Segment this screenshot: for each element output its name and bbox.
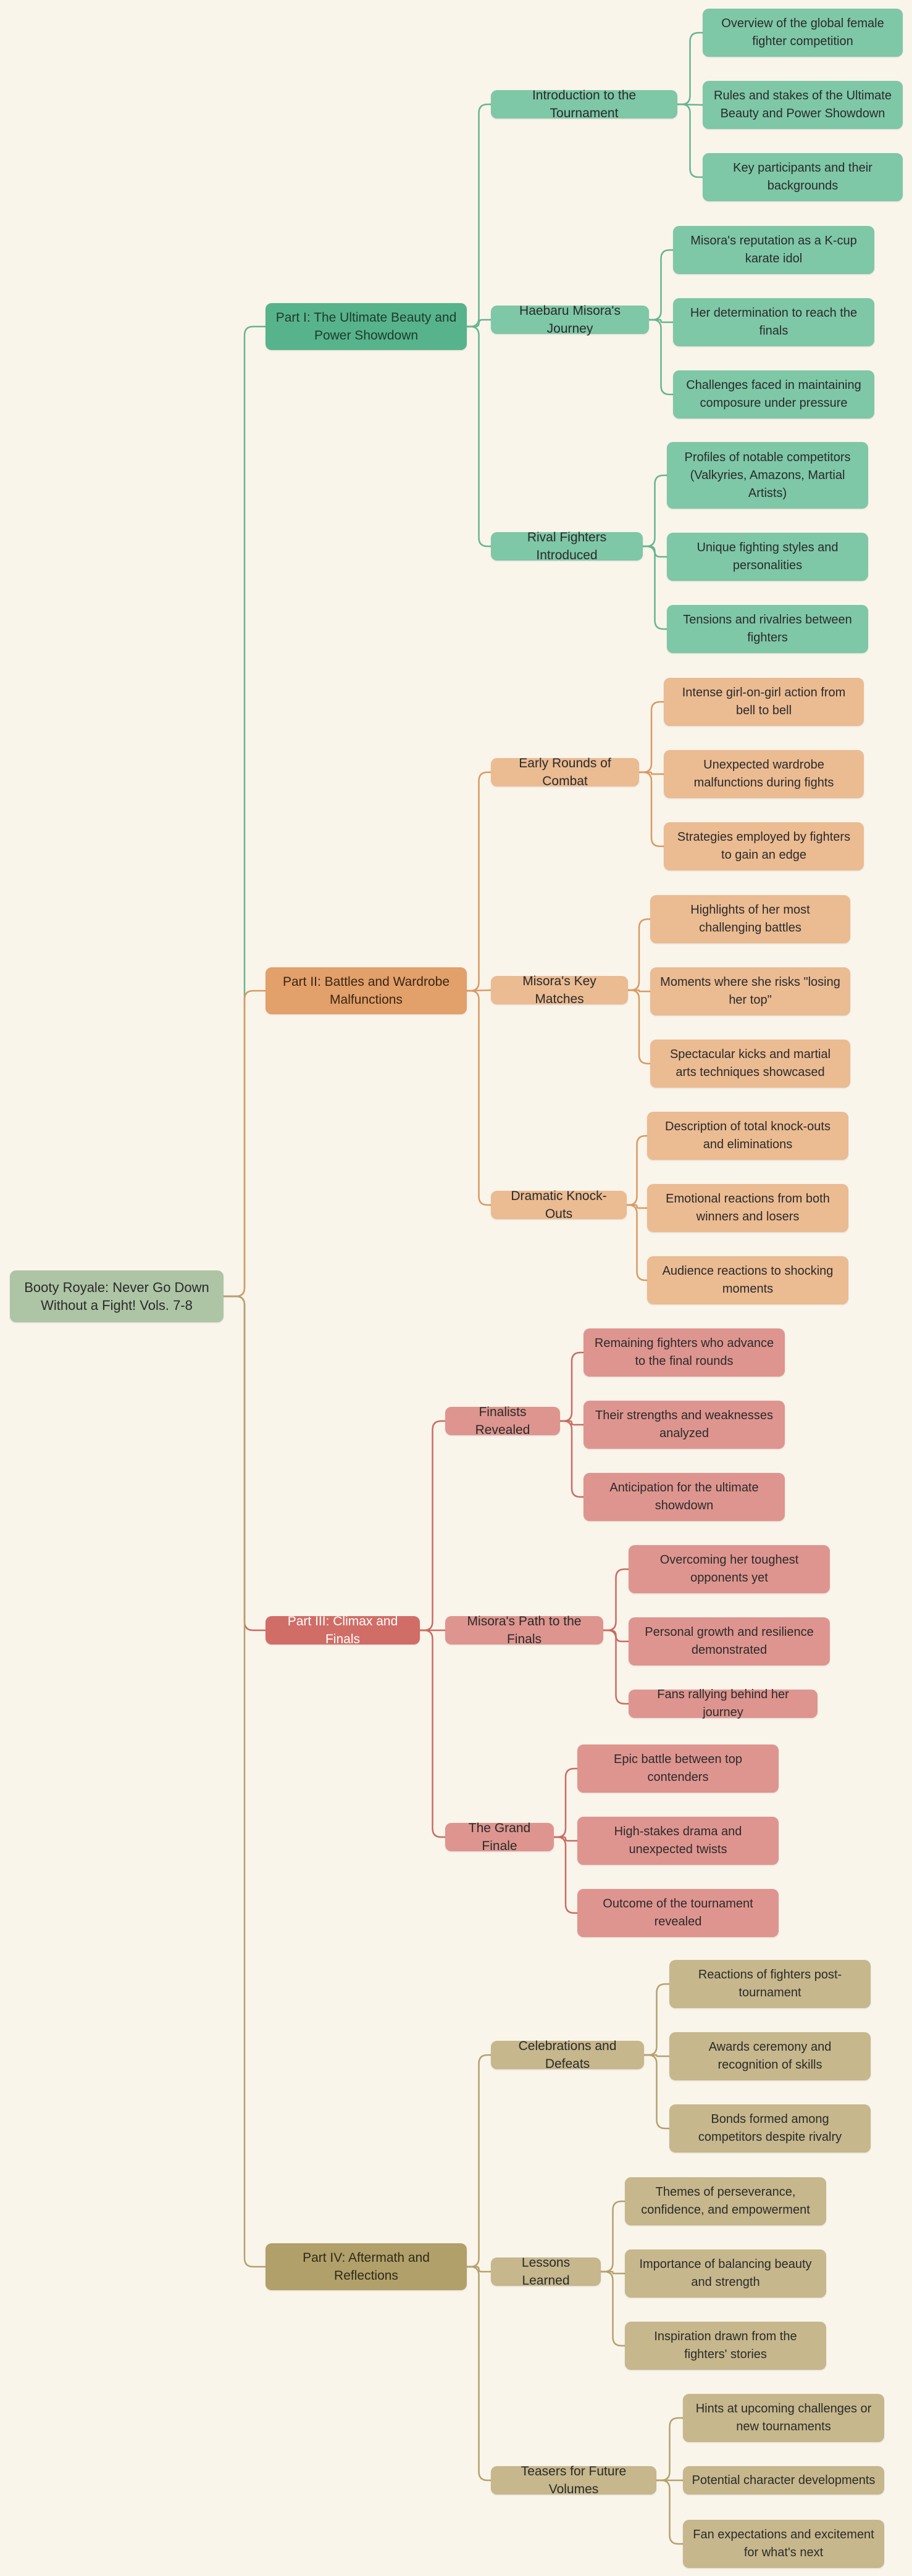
section-node-2-2[interactable]: Misora's Key Matches bbox=[491, 974, 628, 1006]
edge-section-2-3-item-3 bbox=[627, 1204, 647, 1282]
edge-section-1-2-item-2 bbox=[649, 319, 673, 323]
item-node-3-2-3[interactable]: Fans rallying behind her journey bbox=[629, 1688, 818, 1719]
section-node-3-2[interactable]: Misora's Path to the Finals bbox=[445, 1614, 603, 1646]
edge-part-1-section-2 bbox=[467, 319, 491, 328]
item-node-4-2-2[interactable]: Importance of balancing beauty and stren… bbox=[625, 2249, 826, 2298]
edge-part-1-section-3 bbox=[467, 325, 491, 548]
edge-part-4-section-3 bbox=[467, 2265, 491, 2482]
edge-section-2-2-item-3 bbox=[628, 989, 650, 1065]
edge-section-1-3-item-1 bbox=[643, 474, 667, 548]
edge-part-3-section-1 bbox=[420, 1420, 445, 1632]
item-node-1-3-1[interactable]: Profiles of notable competitors (Valkyri… bbox=[667, 442, 868, 509]
part-node-2[interactable]: Part II: Battles and Wardrobe Malfunctio… bbox=[266, 967, 467, 1014]
item-node-3-1-1[interactable]: Remaining fighters who advance to the fi… bbox=[584, 1328, 785, 1377]
section-node-4-3[interactable]: Teasers for Future Volumes bbox=[491, 2464, 656, 2496]
edge-section-3-1-item-2 bbox=[560, 1420, 584, 1426]
edge-section-2-2-item-1 bbox=[628, 918, 650, 991]
item-node-3-1-3[interactable]: Anticipation for the ultimate showdown bbox=[584, 1473, 785, 1521]
edge-part-4-section-2 bbox=[467, 2265, 491, 2273]
edge-section-4-2-item-1 bbox=[601, 2200, 625, 2273]
item-node-2-1-1[interactable]: Intense girl-on-girl action from bell to… bbox=[664, 678, 864, 726]
edge-section-4-1-item-1 bbox=[644, 1983, 669, 2056]
item-node-2-1-2[interactable]: Unexpected wardrobe malfunctions during … bbox=[664, 750, 864, 798]
edge-section-4-2-item-2 bbox=[601, 2270, 625, 2275]
section-node-2-1[interactable]: Early Rounds of Combat bbox=[491, 756, 639, 788]
edge-part-3-section-3 bbox=[420, 1629, 445, 1838]
edge-part-4-section-1 bbox=[467, 2054, 491, 2268]
edge-section-2-1-item-2 bbox=[639, 771, 664, 775]
edge-section-3-1-item-1 bbox=[560, 1351, 584, 1422]
item-node-4-3-3[interactable]: Fan expectations and excitement for what… bbox=[683, 2520, 884, 2568]
section-node-4-2[interactable]: Lessons Learned bbox=[491, 2256, 601, 2288]
edge-section-3-2-item-3 bbox=[603, 1629, 629, 1705]
item-node-1-1-1[interactable]: Overview of the global female fighter co… bbox=[703, 9, 903, 57]
section-node-1-1[interactable]: Introduction to the Tournament bbox=[491, 88, 677, 120]
item-node-3-2-2[interactable]: Personal growth and resilience demonstra… bbox=[629, 1617, 830, 1665]
edge-section-4-2-item-3 bbox=[601, 2270, 625, 2347]
item-node-2-2-2[interactable]: Moments where she risks "losing her top" bbox=[650, 967, 850, 1015]
edge-section-3-3-item-1 bbox=[554, 1767, 577, 1838]
edge-section-4-1-item-3 bbox=[644, 2054, 669, 2130]
item-node-2-3-3[interactable]: Audience reactions to shocking moments bbox=[647, 1256, 848, 1304]
item-node-1-3-2[interactable]: Unique fighting styles and personalities bbox=[667, 533, 868, 581]
edge-root-part-4 bbox=[224, 1295, 266, 2268]
edge-root-part-2 bbox=[224, 990, 266, 1298]
section-node-1-2[interactable]: Haebaru Misora's Journey bbox=[491, 304, 649, 336]
edge-section-1-3-item-3 bbox=[643, 545, 667, 630]
item-node-2-2-3[interactable]: Spectacular kicks and martial arts techn… bbox=[650, 1040, 850, 1088]
item-node-4-3-2[interactable]: Potential character developments bbox=[683, 2466, 884, 2495]
edge-part-2-section-1 bbox=[467, 771, 491, 992]
edge-section-2-3-item-1 bbox=[627, 1135, 647, 1206]
item-node-4-2-3[interactable]: Inspiration drawn from the fighters' sto… bbox=[625, 2322, 826, 2370]
item-node-1-1-3[interactable]: Key participants and their backgrounds bbox=[703, 153, 903, 201]
item-node-3-3-2[interactable]: High-stakes drama and unexpected twists bbox=[577, 1817, 779, 1865]
edge-section-4-3-item-3 bbox=[656, 2479, 683, 2545]
item-node-4-3-1[interactable]: Hints at upcoming challenges or new tour… bbox=[683, 2394, 884, 2442]
edge-section-2-1-item-1 bbox=[639, 701, 664, 773]
section-node-1-3[interactable]: Rival Fighters Introduced bbox=[491, 530, 643, 562]
edge-section-2-3-item-2 bbox=[627, 1204, 647, 1209]
item-node-2-2-1[interactable]: Highlights of her most challenging battl… bbox=[650, 895, 850, 943]
part-node-4[interactable]: Part IV: Aftermath and Reflections bbox=[266, 2243, 467, 2290]
edge-section-4-3-item-1 bbox=[656, 2417, 683, 2482]
item-node-1-2-1[interactable]: Misora's reputation as a K-cup karate id… bbox=[673, 226, 874, 274]
item-node-3-3-1[interactable]: Epic battle between top contenders bbox=[577, 1744, 779, 1793]
item-node-4-2-1[interactable]: Themes of perseverance, confidence, and … bbox=[625, 2177, 826, 2225]
item-node-3-3-3[interactable]: Outcome of the tournament revealed bbox=[577, 1889, 779, 1937]
edge-part-2-section-3 bbox=[467, 990, 491, 1206]
item-node-4-1-3[interactable]: Bonds formed among competitors despite r… bbox=[669, 2104, 871, 2153]
edge-section-3-3-item-2 bbox=[554, 1836, 577, 1842]
section-node-3-1[interactable]: Finalists Revealed bbox=[445, 1405, 560, 1437]
item-node-4-1-2[interactable]: Awards ceremony and recognition of skill… bbox=[669, 2032, 871, 2080]
edge-part-1-section-1 bbox=[467, 103, 491, 328]
item-node-3-2-1[interactable]: Overcoming her toughest opponents yet bbox=[629, 1545, 830, 1593]
item-node-1-3-3[interactable]: Tensions and rivalries between fighters bbox=[667, 605, 868, 653]
edge-section-3-1-item-3 bbox=[560, 1420, 584, 1498]
item-node-2-3-1[interactable]: Description of total knock-outs and elim… bbox=[647, 1112, 848, 1160]
part-node-3[interactable]: Part III: Climax and Finals bbox=[266, 1614, 420, 1646]
root-node[interactable]: Booty Royale: Never Go Down Without a Fi… bbox=[10, 1270, 224, 1322]
edge-section-1-1-item-3 bbox=[677, 103, 703, 178]
section-node-2-3[interactable]: Dramatic Knock-Outs bbox=[491, 1189, 627, 1221]
item-node-1-1-2[interactable]: Rules and stakes of the Ultimate Beauty … bbox=[703, 81, 903, 129]
edge-section-3-3-item-3 bbox=[554, 1836, 577, 1914]
item-node-3-1-2[interactable]: Their strengths and weaknesses analyzed bbox=[584, 1401, 785, 1449]
edge-section-2-2-item-2 bbox=[628, 989, 650, 993]
edge-section-1-1-item-1 bbox=[677, 31, 703, 106]
section-node-4-1[interactable]: Celebrations and Defeats bbox=[491, 2039, 644, 2071]
part-node-1[interactable]: Part I: The Ultimate Beauty and Power Sh… bbox=[266, 303, 467, 350]
item-node-1-2-2[interactable]: Her determination to reach the finals bbox=[673, 298, 874, 346]
edge-section-2-1-item-3 bbox=[639, 771, 664, 848]
edge-section-1-2-item-3 bbox=[649, 319, 673, 396]
item-node-2-3-2[interactable]: Emotional reactions from both winners an… bbox=[647, 1184, 848, 1232]
edge-section-3-2-item-1 bbox=[603, 1568, 629, 1632]
item-node-2-1-3[interactable]: Strategies employed by fighters to gain … bbox=[664, 822, 864, 870]
item-node-1-2-3[interactable]: Challenges faced in maintaining composur… bbox=[673, 370, 874, 419]
section-node-3-3[interactable]: The Grand Finale bbox=[445, 1821, 554, 1853]
item-node-4-1-1[interactable]: Reactions of fighters post-tournament bbox=[669, 1960, 871, 2008]
edge-section-4-1-item-2 bbox=[644, 2054, 669, 2057]
edge-section-1-2-item-1 bbox=[649, 249, 673, 321]
